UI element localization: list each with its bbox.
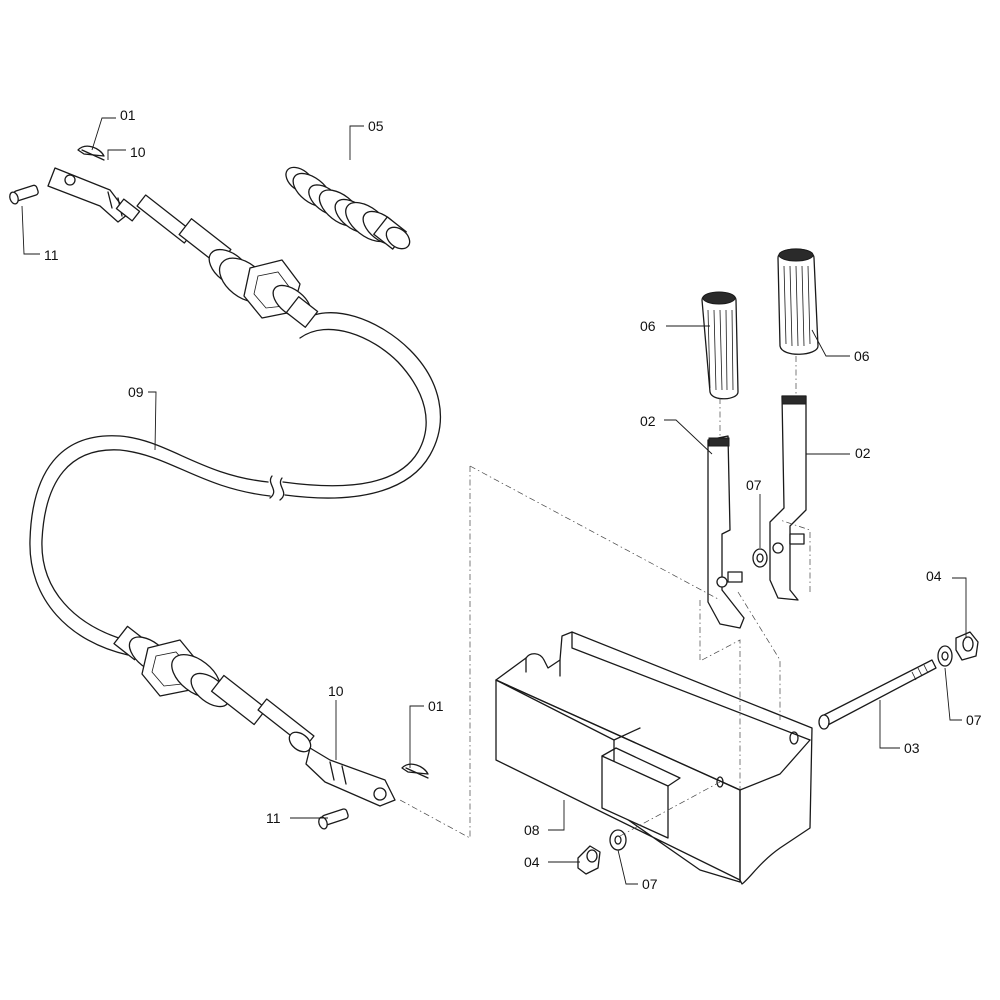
upper-cable-end — [47, 167, 319, 328]
callout-07-right: 07 — [966, 712, 982, 728]
callout-08: 08 — [524, 822, 540, 838]
handle-grip-left — [701, 291, 739, 400]
split-pin-lower — [401, 763, 429, 779]
callout-04-right: 04 — [926, 568, 942, 584]
mounting-bracket — [495, 631, 813, 885]
callout-01-upper: 01 — [120, 107, 136, 123]
rubber-bellows — [285, 166, 411, 250]
callout-10-lower: 10 — [328, 683, 344, 699]
handle-grip-right — [777, 248, 819, 355]
callout-09: 09 — [128, 384, 144, 400]
callout-06-left: 06 — [640, 318, 656, 334]
callout-05: 05 — [368, 118, 384, 134]
lower-cable-end — [113, 625, 396, 807]
callout-leaders — [21, 117, 967, 885]
callout-02-right: 02 — [855, 445, 871, 461]
callout-labels: 01 10 11 05 09 06 06 02 02 07 04 07 03 0… — [44, 107, 982, 892]
callout-11-upper: 11 — [44, 247, 59, 263]
callout-04-lower: 04 — [524, 854, 540, 870]
split-pin-upper — [77, 145, 105, 161]
callout-01-lower: 01 — [428, 698, 444, 714]
callout-02-left: 02 — [640, 413, 656, 429]
nut-right — [955, 631, 979, 661]
clevis-pin-lower — [318, 808, 349, 830]
callout-07-upper: 07 — [746, 477, 762, 493]
control-cable — [29, 312, 442, 656]
lever-right — [769, 395, 807, 601]
washer-right — [937, 645, 953, 667]
assembly-center-lines — [399, 356, 811, 839]
callout-06-right: 06 — [854, 348, 870, 364]
clevis-pin-upper — [9, 184, 39, 205]
callout-10-upper: 10 — [130, 144, 146, 160]
nut-lower — [577, 845, 601, 875]
washer-lower — [609, 829, 627, 851]
callout-03: 03 — [904, 740, 920, 756]
washer-upper — [752, 548, 768, 568]
callout-11-lower: 11 — [266, 810, 281, 826]
pivot-shaft — [818, 659, 937, 730]
callout-07-lower: 07 — [642, 876, 658, 892]
lever-left — [707, 435, 745, 629]
